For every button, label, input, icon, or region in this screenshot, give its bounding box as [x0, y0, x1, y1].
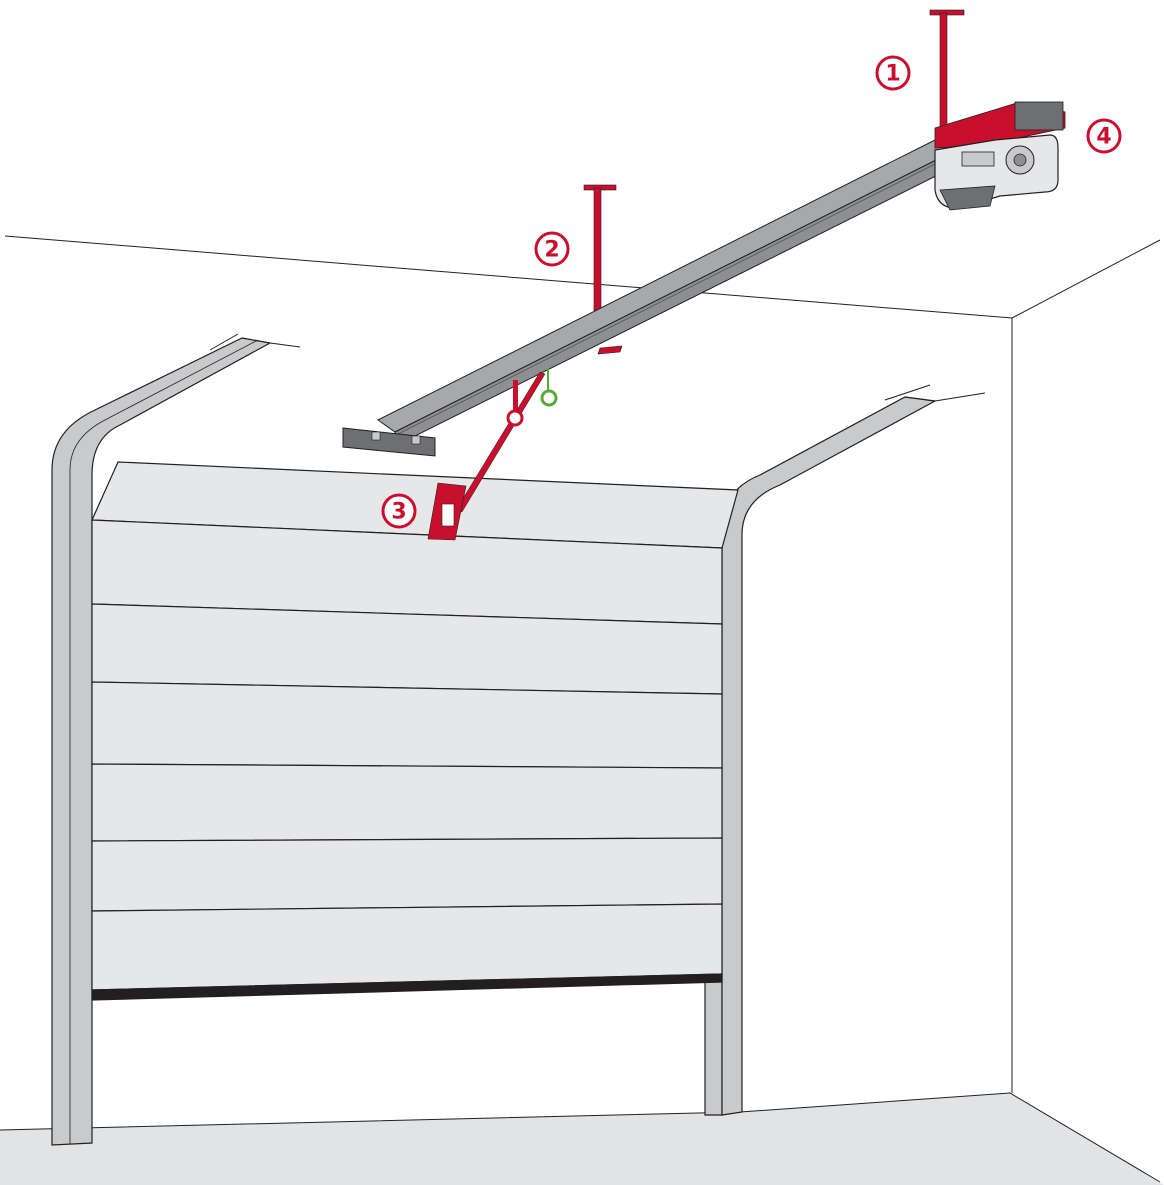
door-panel-4: [91, 763, 723, 842]
door-bottom-seal: [91, 973, 723, 1001]
green-ring-icon[interactable]: [540, 389, 558, 407]
room-edges: [4, 235, 1161, 1093]
callout-2-label: 2: [544, 238, 559, 263]
floor: [0, 1092, 1164, 1185]
callout-1-label: 1: [885, 62, 900, 87]
door-bracket-arm: [427, 371, 546, 541]
motor-unit: [934, 134, 1059, 211]
callout-3-label: 3: [391, 500, 406, 525]
red-ring-icon[interactable]: [506, 409, 524, 427]
trolley-carriage: [540, 368, 558, 407]
callout-2: 2: [534, 231, 570, 267]
door-panel-5: [91, 837, 723, 912]
door-panel-3: [91, 681, 723, 769]
sectional-door: [91, 519, 723, 1001]
callout-3: 3: [381, 493, 417, 529]
callout-4: 4: [1086, 118, 1122, 154]
motor-mounting-bracket: [934, 101, 1066, 149]
callout-1: 1: [875, 55, 911, 91]
callout-4-label: 4: [1096, 125, 1111, 150]
door-frame-right: [704, 384, 986, 1116]
opener-rail: [342, 139, 953, 457]
door-frame-left: [51, 333, 301, 1146]
